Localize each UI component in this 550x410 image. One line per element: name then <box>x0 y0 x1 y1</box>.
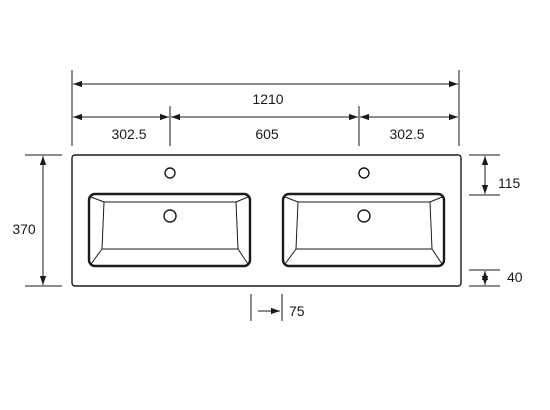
left-basin-outer-rim <box>87 192 252 268</box>
dimension-tap-hole-offset-label: 115 <box>498 175 521 191</box>
right-basin <box>281 192 446 268</box>
dimension-rim-height: 40 <box>469 269 523 287</box>
tap-hole-left <box>164 167 176 179</box>
left-basin-drain <box>163 209 177 223</box>
countertop-outline <box>71 154 462 287</box>
dimension-total-width-label: 1210 <box>252 91 283 107</box>
dimension-basin-gap-label: 75 <box>289 303 305 319</box>
dimension-tap-hole-offset: 115 <box>469 154 521 196</box>
dimension-right-segment-label: 302.5 <box>389 126 424 142</box>
dimension-center-segment-label: 605 <box>255 126 279 142</box>
tap-hole-right <box>358 167 370 179</box>
right-basin-drain <box>357 209 371 223</box>
dimension-depth: 370 <box>12 154 62 287</box>
dimension-depth-label: 370 <box>12 221 36 237</box>
dimension-left-segment-label: 302.5 <box>111 126 146 142</box>
dimension-total-width: 1210 <box>71 70 460 146</box>
right-basin-inner-bowl <box>295 201 433 250</box>
left-basin-inner-bowl <box>101 201 239 250</box>
dimension-rim-height-label: 40 <box>507 269 523 285</box>
dimension-segments: 302.5 605 302.5 <box>73 106 458 146</box>
right-basin-outer-rim <box>281 192 446 268</box>
left-basin <box>87 192 252 268</box>
dimension-basin-gap: 75 <box>250 294 305 321</box>
